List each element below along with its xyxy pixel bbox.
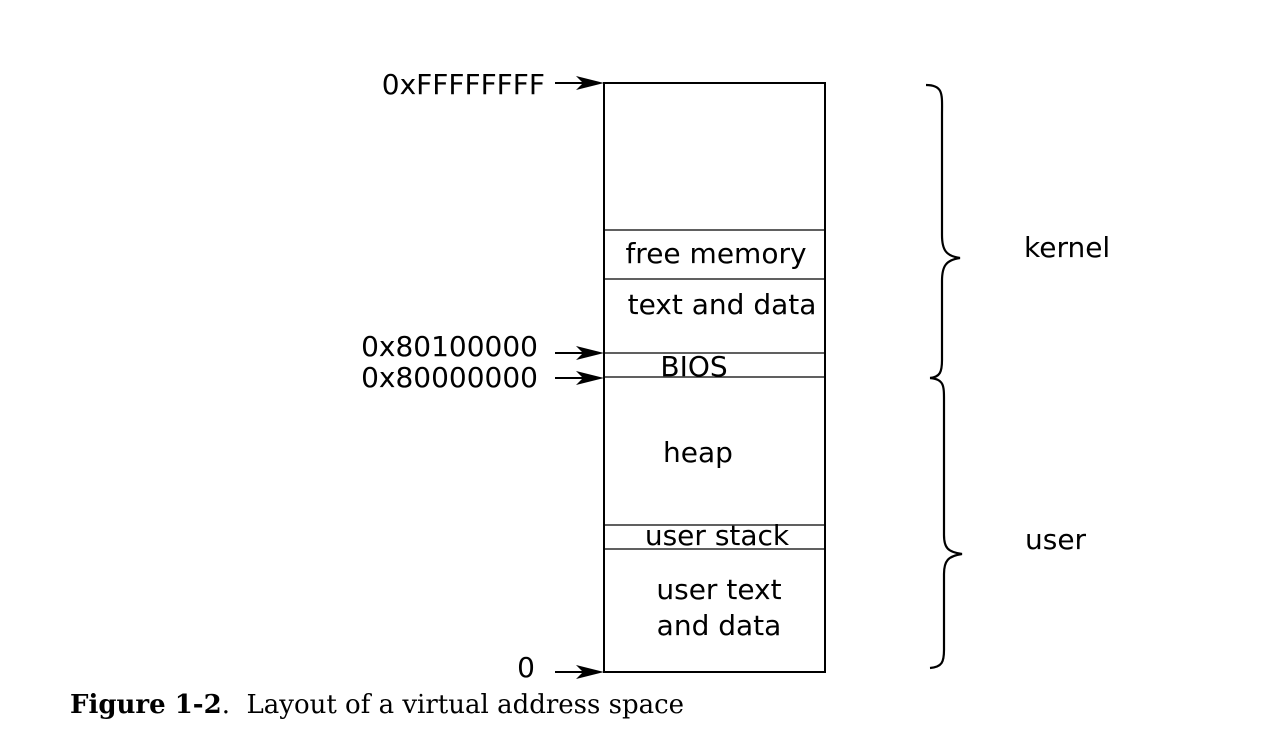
arrow-zero — [555, 665, 604, 679]
region-user-text-line2: and data — [657, 609, 782, 642]
region-kernel-text-data: text and data — [628, 288, 817, 321]
user-brace — [929, 376, 963, 670]
kernel-brace — [925, 83, 961, 380]
region-user-text-line1: user text — [656, 573, 781, 606]
address-zero: 0 — [517, 651, 535, 684]
region-dividers — [604, 229, 825, 550]
arrow-kernbase-plus — [555, 346, 604, 360]
figure-caption: Figure 1-2. Layout of a virtual address … — [70, 690, 684, 720]
figure-caption-text: Layout of a virtual address space — [246, 690, 685, 720]
figure-label: Figure 1-2 — [70, 690, 222, 720]
kernel-label: kernel — [1024, 231, 1110, 264]
address-kernbase: 0x80000000 — [361, 361, 538, 394]
region-user-stack: user stack — [645, 519, 790, 552]
region-heap: heap — [663, 436, 733, 469]
address-kernbase-plus: 0x80100000 — [361, 330, 538, 363]
arrow-top — [555, 76, 604, 90]
arrow-kernbase — [555, 371, 604, 385]
address-arrows — [555, 76, 604, 679]
region-free-memory: free memory — [625, 237, 806, 270]
figure-separator: . — [221, 690, 230, 720]
user-label: user — [1025, 523, 1087, 556]
region-bios: BIOS — [660, 350, 727, 383]
address-top: 0xFFFFFFFF — [382, 68, 545, 101]
